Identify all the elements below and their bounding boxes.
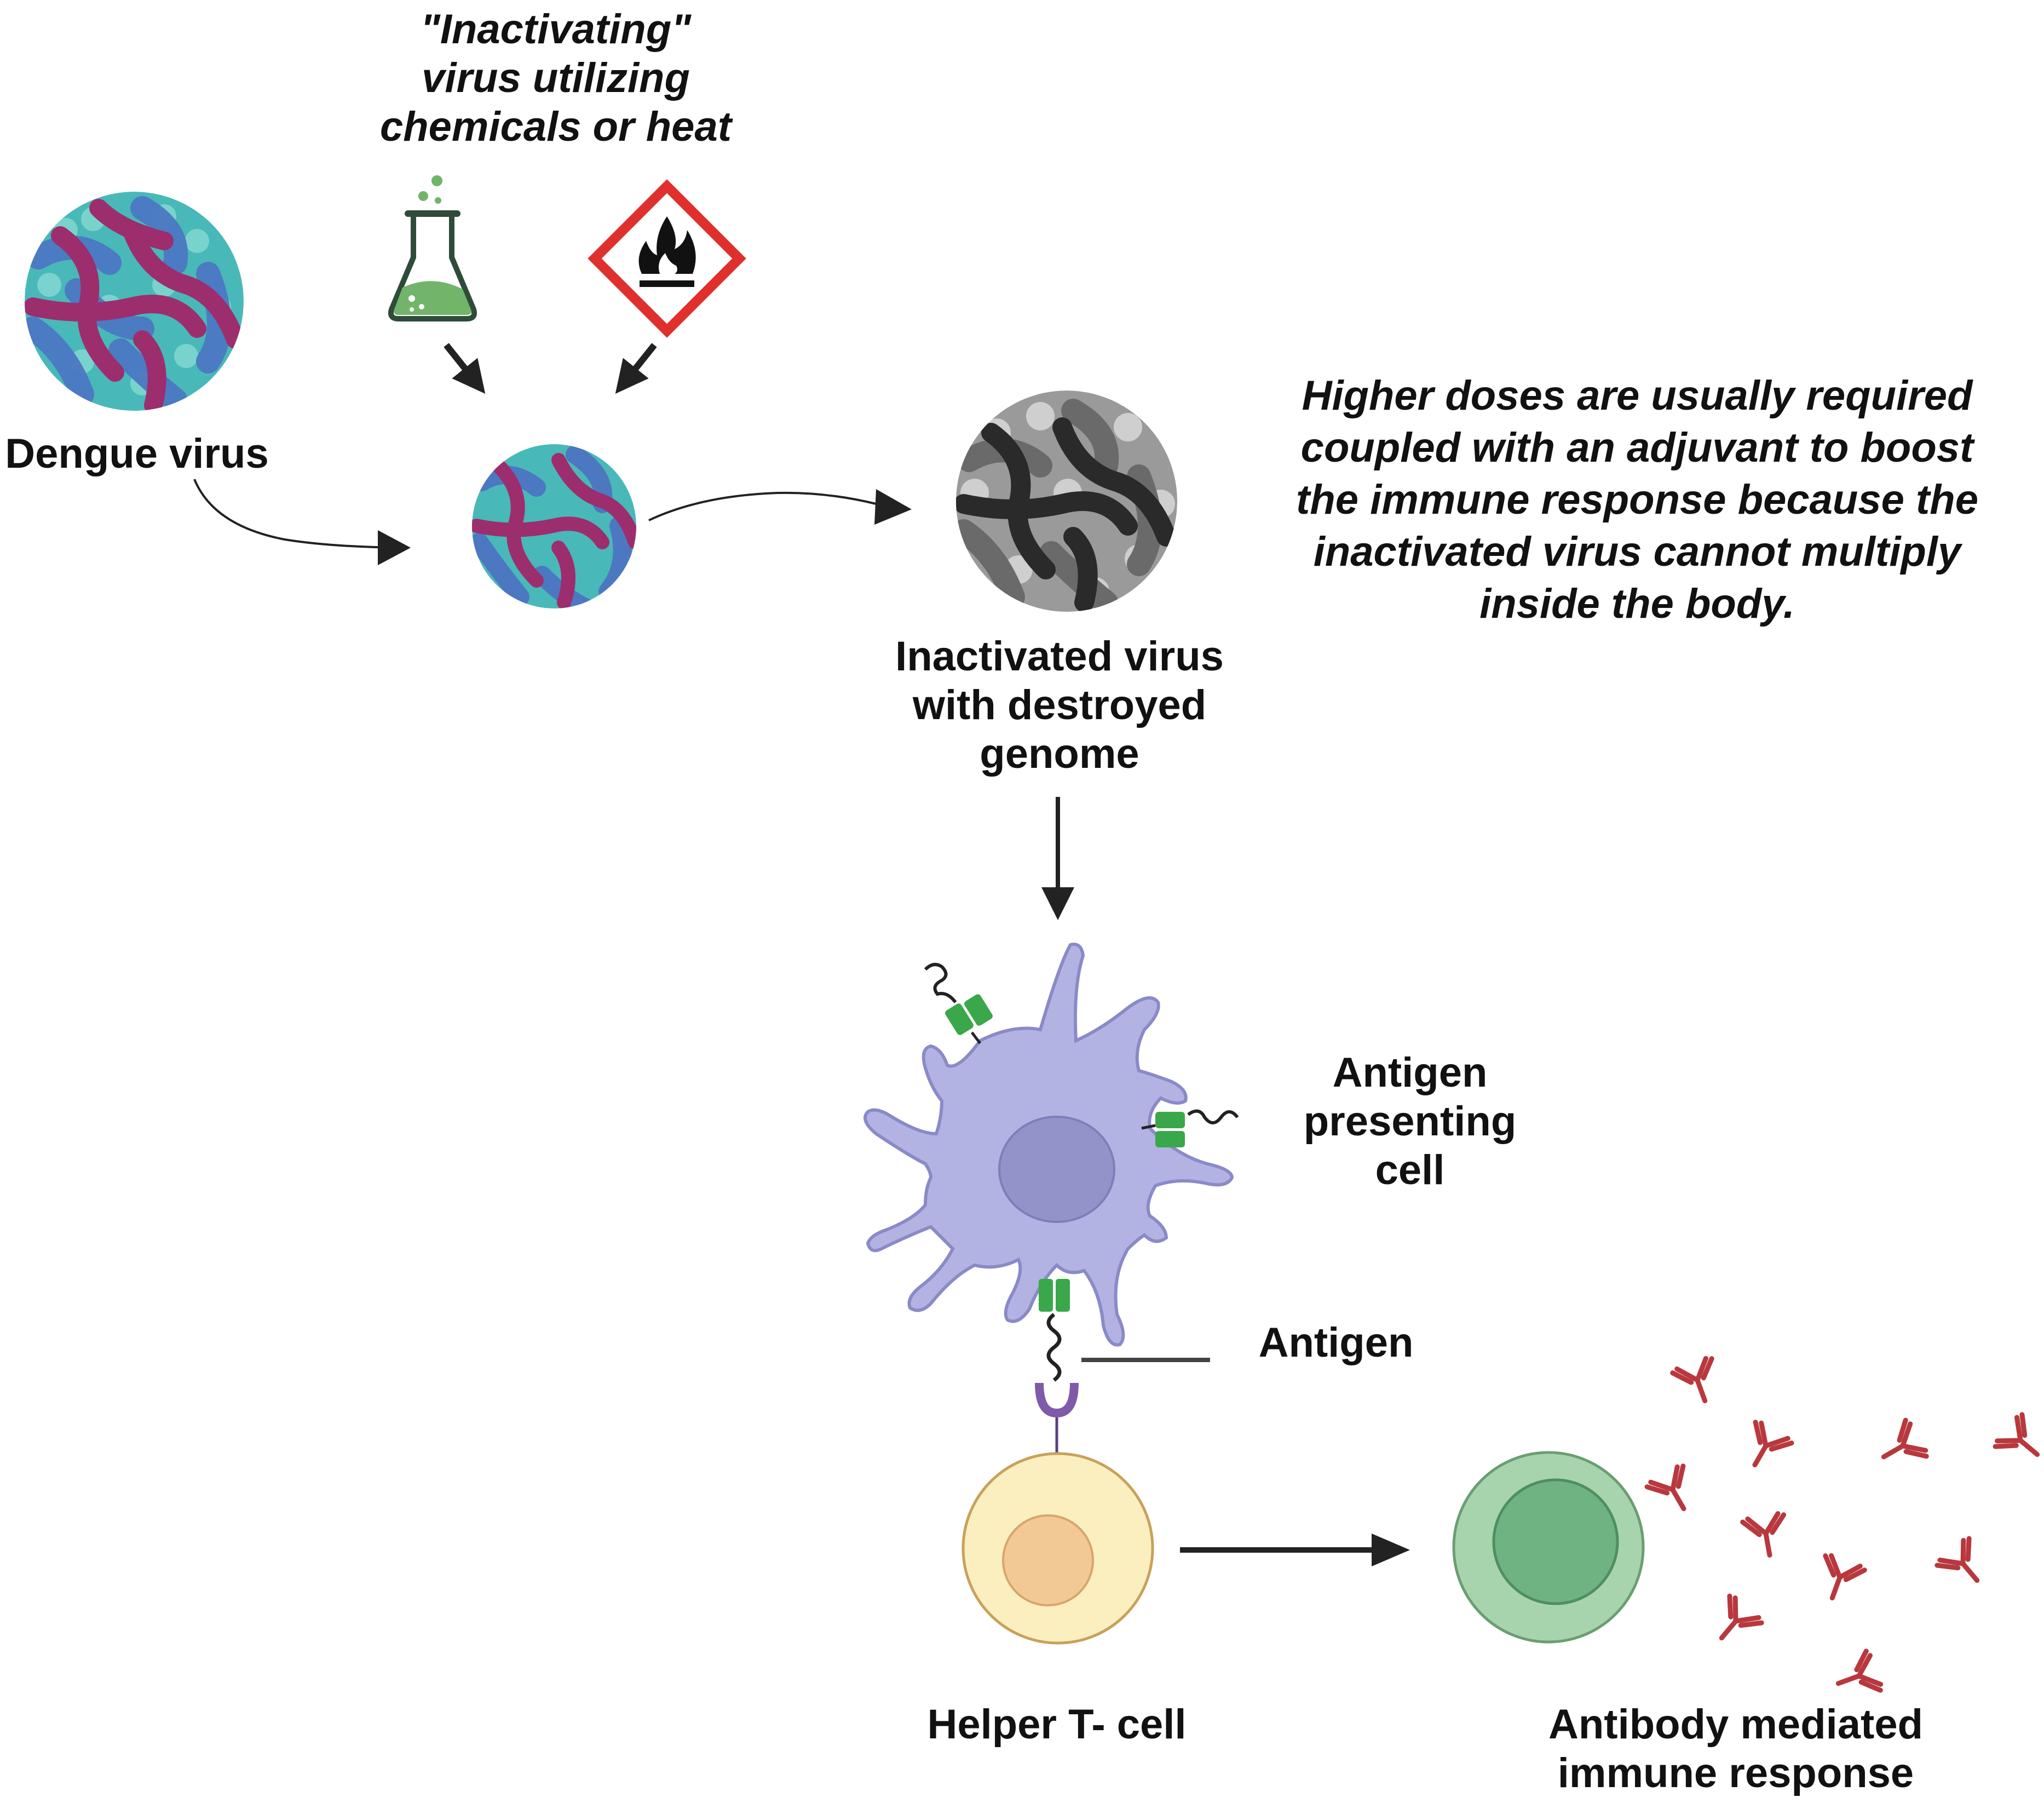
antibody-icon bbox=[1835, 1649, 1884, 1693]
helper-t-cell-icon bbox=[961, 1452, 1154, 1645]
tcell-receptor-icon bbox=[1035, 1382, 1079, 1457]
inactivation-method-label: "Inactivating" virus utilizing chemicals… bbox=[379, 6, 732, 150]
dose-note: Higher doses are usually required couple… bbox=[1296, 372, 1978, 627]
antibody-icon bbox=[1993, 1412, 2040, 1457]
mhc-receptor-icon bbox=[924, 963, 993, 1044]
antibody-response-label: Antibody mediated immune response bbox=[1548, 1701, 1924, 1796]
antibody-icon bbox=[1752, 1420, 1794, 1468]
antibody-icon bbox=[1719, 1593, 1764, 1641]
dengue-virus-label: Dengue virus bbox=[5, 430, 269, 477]
antigen-presenting-cell-icon bbox=[863, 943, 1239, 1347]
plasma-cell-icon bbox=[1452, 1451, 1645, 1644]
arrow-dengue-to-treated bbox=[193, 479, 398, 549]
arrowhead bbox=[1041, 887, 1074, 920]
arrowhead bbox=[1372, 1534, 1410, 1566]
inactivation-arrows bbox=[444, 343, 657, 394]
inactivated-virus-icon bbox=[956, 391, 1177, 612]
antibody-icon bbox=[1934, 1536, 1980, 1583]
dengue-virus-icon bbox=[25, 192, 244, 411]
flammable-hazard-icon bbox=[588, 179, 746, 338]
antibody-icon bbox=[1644, 1463, 1686, 1512]
antigen-icon bbox=[1046, 1313, 1062, 1382]
mhc-receptor-icon bbox=[1039, 1279, 1070, 1312]
antibody-icon bbox=[1670, 1356, 1714, 1404]
inactivated-virus-label: Inactivated virus with destroyed genome bbox=[895, 633, 1224, 777]
antibody-icon bbox=[1881, 1417, 1929, 1460]
antibodies bbox=[1644, 1356, 2040, 1693]
antibody-icon bbox=[1823, 1553, 1867, 1601]
arrow-treated-to-inactivated bbox=[648, 491, 877, 521]
helper-t-cell-label: Helper T- cell bbox=[927, 1701, 1187, 1748]
antibody-icon bbox=[1740, 1511, 1787, 1558]
apc-label: Antigen presenting cell bbox=[1303, 1049, 1517, 1193]
arrowhead bbox=[874, 489, 912, 525]
arrowhead bbox=[378, 530, 411, 565]
antigen-label: Antigen bbox=[1258, 1319, 1414, 1366]
mhc-receptor-icon bbox=[1141, 1109, 1239, 1147]
chemical-flask-icon bbox=[388, 175, 477, 321]
treated-virus-icon bbox=[472, 444, 636, 608]
